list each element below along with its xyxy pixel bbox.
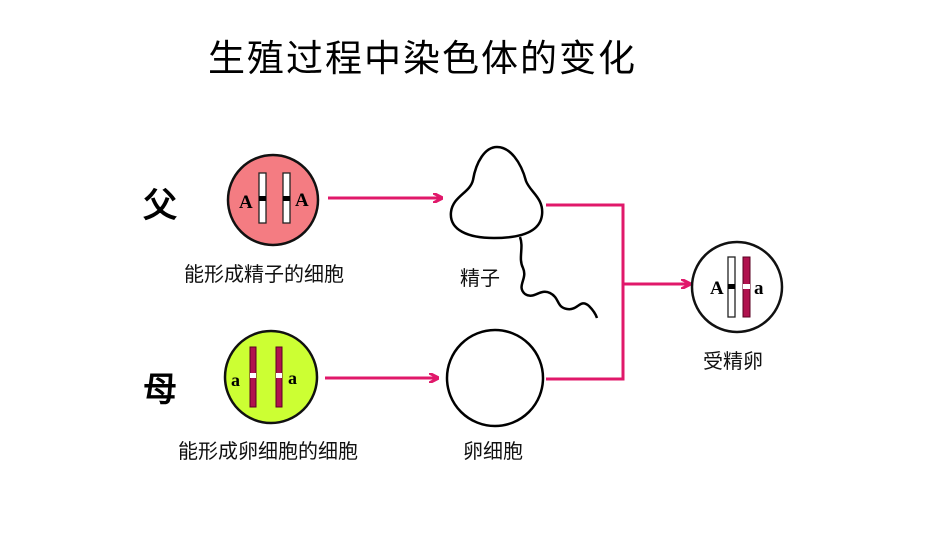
father-allele-left: A xyxy=(239,192,253,213)
father-label: 父 xyxy=(143,186,177,226)
sperm-tail xyxy=(518,236,599,319)
zygote-body xyxy=(690,240,784,334)
egg-caption: 卵细胞 xyxy=(463,439,523,463)
zygote-locus-paternal xyxy=(728,284,735,289)
father-locus-left xyxy=(259,196,266,201)
zygote-caption: 受精卵 xyxy=(703,349,763,373)
fertilization-connector xyxy=(546,203,625,381)
sperm-caption: 精子 xyxy=(460,266,500,290)
father-cell-body xyxy=(226,153,320,247)
mother-cell: a a xyxy=(223,329,319,425)
mother-cell-body xyxy=(223,329,319,425)
zygote-locus-maternal xyxy=(743,284,750,289)
father-cell: A A xyxy=(226,153,320,247)
sperm xyxy=(449,145,599,319)
zygote: A a xyxy=(690,240,784,334)
father-cell-caption: 能形成精子的细胞 xyxy=(184,262,344,286)
egg-cell xyxy=(445,328,545,428)
zygote-allele-right: a xyxy=(754,278,764,299)
father-locus-right xyxy=(283,196,290,201)
zygote-allele-left: A xyxy=(710,278,724,299)
mother-locus-right xyxy=(276,373,282,378)
mother-allele-left: a xyxy=(231,370,240,390)
father-allele-right: A xyxy=(295,190,309,211)
mother-cell-caption: 能形成卵细胞的细胞 xyxy=(178,439,358,463)
mother-allele-right: a xyxy=(288,368,297,388)
sperm-head xyxy=(449,145,544,240)
mother-label: 母 xyxy=(143,370,177,410)
mother-locus-left xyxy=(250,373,256,378)
diagram-title: 生殖过程中染色体的变化 xyxy=(208,37,637,80)
